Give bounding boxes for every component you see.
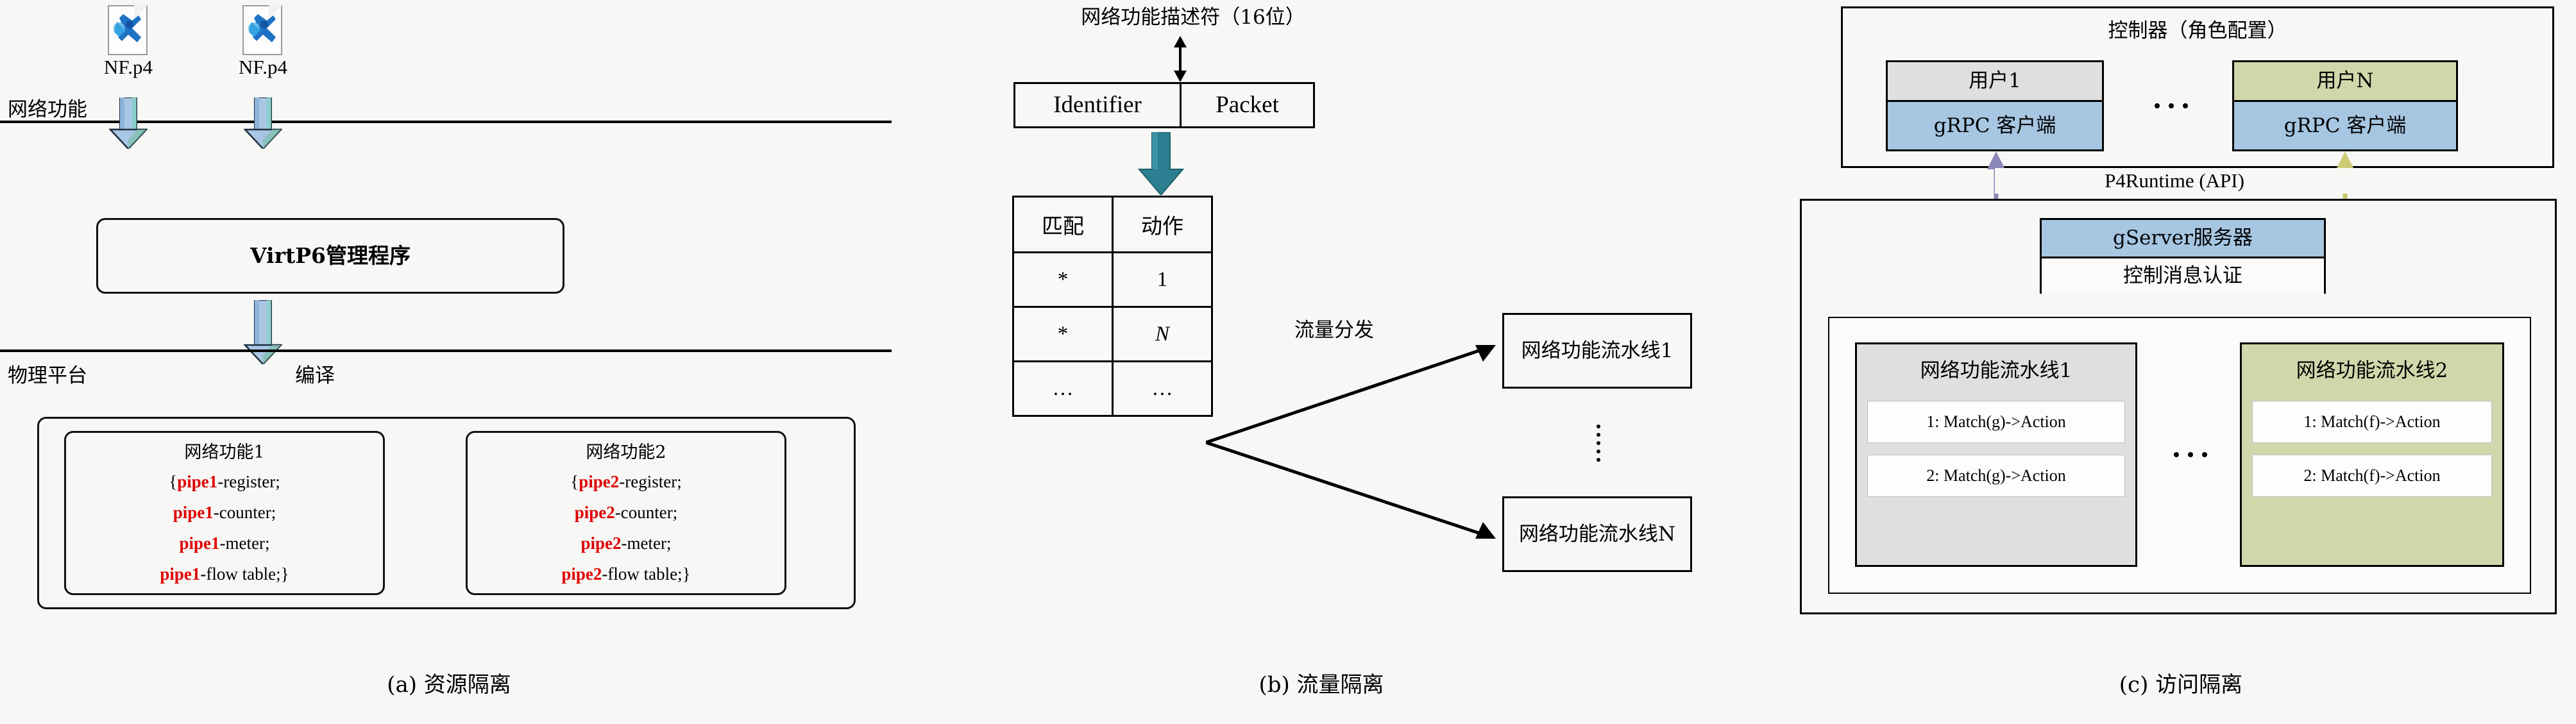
- p4-file-icon: [108, 4, 148, 55]
- nf-pipeline-2-rule-1: 1: Match(f)->Action: [2252, 401, 2492, 443]
- rest: -meter;: [219, 533, 270, 553]
- rest: -meter;: [621, 533, 672, 553]
- table-row: … …: [1012, 360, 1213, 417]
- table-header-row: 匹配 动作: [1012, 196, 1213, 253]
- p4runtime-api-label: P4Runtime (API): [1995, 168, 2354, 194]
- divider-bottom: [0, 349, 892, 352]
- pipeline-box-1-label: 网络功能流水线1: [1521, 339, 1674, 362]
- pipe-token: pipe2: [574, 502, 615, 522]
- descriptor-label: 网络功能描述符（16位）: [1081, 5, 1305, 29]
- panel-a: NF.p4 NF.p4 网络功能: [0, 0, 892, 724]
- nf-block-2-line-4: pipe2-flow table;}: [468, 559, 784, 589]
- nf-block-1: 网络功能1 {pipe1-register; pipe1-counter; pi…: [64, 431, 385, 595]
- nf-pipeline-1-title: 网络功能流水线1: [1920, 358, 2072, 382]
- cell-action-0: 1: [1112, 251, 1213, 308]
- nf-block-1-line-2: pipe1-counter;: [66, 497, 383, 528]
- user-box-1-grpc-client: gRPC 客户端: [1888, 102, 2102, 149]
- nf-pipeline-2: 网络功能流水线2 1: Match(f)->Action 2: Match(f)…: [2240, 342, 2504, 567]
- rest: -counter;: [213, 502, 276, 522]
- user-box-1: 用户1 gRPC 客户端: [1886, 60, 2104, 151]
- match-action-table: 匹配 动作 * 1 * N … …: [1012, 196, 1213, 417]
- users-ellipsis: [2123, 96, 2219, 115]
- arrow-down-teal: [1137, 132, 1185, 195]
- cell-action-1: N: [1112, 306, 1213, 362]
- brace-open: {: [570, 471, 579, 491]
- nf-block-1-title: 网络功能1: [184, 442, 265, 462]
- controller-title: 控制器（角色配置）: [2108, 19, 2287, 42]
- lane-label-physical-platform: 物理平台: [8, 364, 87, 387]
- lane-label-network-function: 网络功能: [8, 98, 87, 121]
- pipe-token: pipe2: [561, 564, 602, 584]
- divider-top: [0, 121, 892, 123]
- nf-block-2-line-2: pipe2-counter;: [468, 497, 784, 528]
- brace-open: {: [169, 471, 178, 491]
- user-box-1-name: 用户1: [1888, 62, 2102, 102]
- nf-block-2-line-3: pipe2-meter;: [468, 528, 784, 559]
- cell-action-2: …: [1112, 360, 1213, 417]
- gserver-box: gServer服务器 控制消息认证: [2040, 218, 2326, 294]
- panel-b: 网络功能描述符（16位） Identifier Packet 匹配 动作: [892, 0, 1738, 724]
- traffic-distribute-label: 流量分发: [1294, 318, 1374, 342]
- nf-block-1-line-3: pipe1-meter;: [66, 528, 383, 559]
- pipeline-box-1: 网络功能流水线1: [1502, 313, 1692, 389]
- user-box-n: 用户N gRPC 客户端: [2232, 60, 2458, 151]
- p4-file-icon: [242, 4, 283, 55]
- panel-c: 控制器（角色配置） 用户1 gRPC 客户端 用户N gRPC 客户端 P4Ru…: [1738, 0, 2576, 724]
- user-box-n-grpc-client: gRPC 客户端: [2234, 102, 2456, 149]
- caption-b: (b) 流量隔离: [1258, 671, 1384, 698]
- pipe-token: pipe2: [579, 471, 620, 491]
- table-row: * 1: [1012, 251, 1213, 308]
- cell-match-1: *: [1012, 306, 1114, 362]
- nf-block-2-title: 网络功能2: [586, 442, 666, 462]
- nf-pipeline-1-rule-1: 1: Match(g)->Action: [1867, 401, 2125, 443]
- rest: -register;: [619, 471, 682, 491]
- cell-match-2: …: [1012, 360, 1114, 417]
- rest: -counter;: [614, 502, 678, 522]
- file-label-2: NF.p4: [239, 55, 287, 78]
- th-match: 匹配: [1012, 196, 1114, 253]
- nf-pipeline-1: 网络功能流水线1 1: Match(g)->Action 2: Match(g)…: [1855, 342, 2137, 567]
- caption-a: (a) 资源隔离: [387, 671, 511, 698]
- arrow-down-to-platform: [244, 300, 282, 364]
- packet-format-box: Identifier Packet: [1013, 82, 1315, 128]
- pipe-token: pipe1: [160, 564, 201, 584]
- cell-match-0: *: [1012, 251, 1114, 308]
- rest: -flow table;}: [200, 564, 289, 584]
- nf-block-1-line-4: pipe1-flow table;}: [66, 559, 383, 589]
- pipelines-ellipsis: [2149, 445, 2232, 464]
- pipeline-box-n-label: 网络功能流水线N: [1518, 522, 1676, 546]
- compile-label: 编译: [295, 364, 335, 387]
- match-action-table-inner: 匹配 动作 * 1 * N … …: [1012, 196, 1213, 417]
- gserver-subtitle: 控制消息认证: [2042, 258, 2324, 294]
- pipeline-box-n: 网络功能流水线N: [1502, 496, 1692, 572]
- fanout-arrows: [1206, 345, 1496, 539]
- arrow-down-compile-2: [244, 97, 282, 149]
- rest: -register;: [217, 471, 280, 491]
- nf-pipeline-2-title: 网络功能流水线2: [2296, 358, 2448, 382]
- pipe-token: pipe1: [179, 533, 220, 553]
- pipe-token: pipe1: [177, 471, 218, 491]
- nf-pipeline-1-rule-2: 2: Match(g)->Action: [1867, 455, 2125, 497]
- virtp6-manager-box: VirtP6管理程序: [96, 218, 564, 294]
- packet-identifier-field: Identifier: [1015, 84, 1182, 126]
- nf-block-2: 网络功能2 {pipe2-register; pipe2-counter; pi…: [466, 431, 786, 595]
- packet-payload-field: Packet: [1216, 92, 1279, 119]
- th-action: 动作: [1112, 196, 1213, 253]
- rest: -flow table;}: [602, 564, 691, 584]
- nf-block-1-line-1: {pipe1-register;: [66, 466, 383, 497]
- gserver-title: gServer服务器: [2042, 220, 2324, 258]
- caption-c: (c) 访问隔离: [2119, 671, 2243, 698]
- pipe-token: pipe1: [173, 502, 214, 522]
- pipe-token: pipe2: [580, 533, 622, 553]
- user-box-n-name: 用户N: [2234, 62, 2456, 102]
- table-row: * N: [1012, 306, 1213, 362]
- nf-block-2-line-1: {pipe2-register;: [468, 466, 784, 497]
- double-arrow-vertical: [1174, 36, 1187, 82]
- nf-pipeline-2-rule-2: 2: Match(f)->Action: [2252, 455, 2492, 497]
- arrow-down-compile-1: [109, 97, 148, 149]
- file-label-1: NF.p4: [104, 55, 153, 78]
- pipeline-ellipsis: [1586, 408, 1611, 478]
